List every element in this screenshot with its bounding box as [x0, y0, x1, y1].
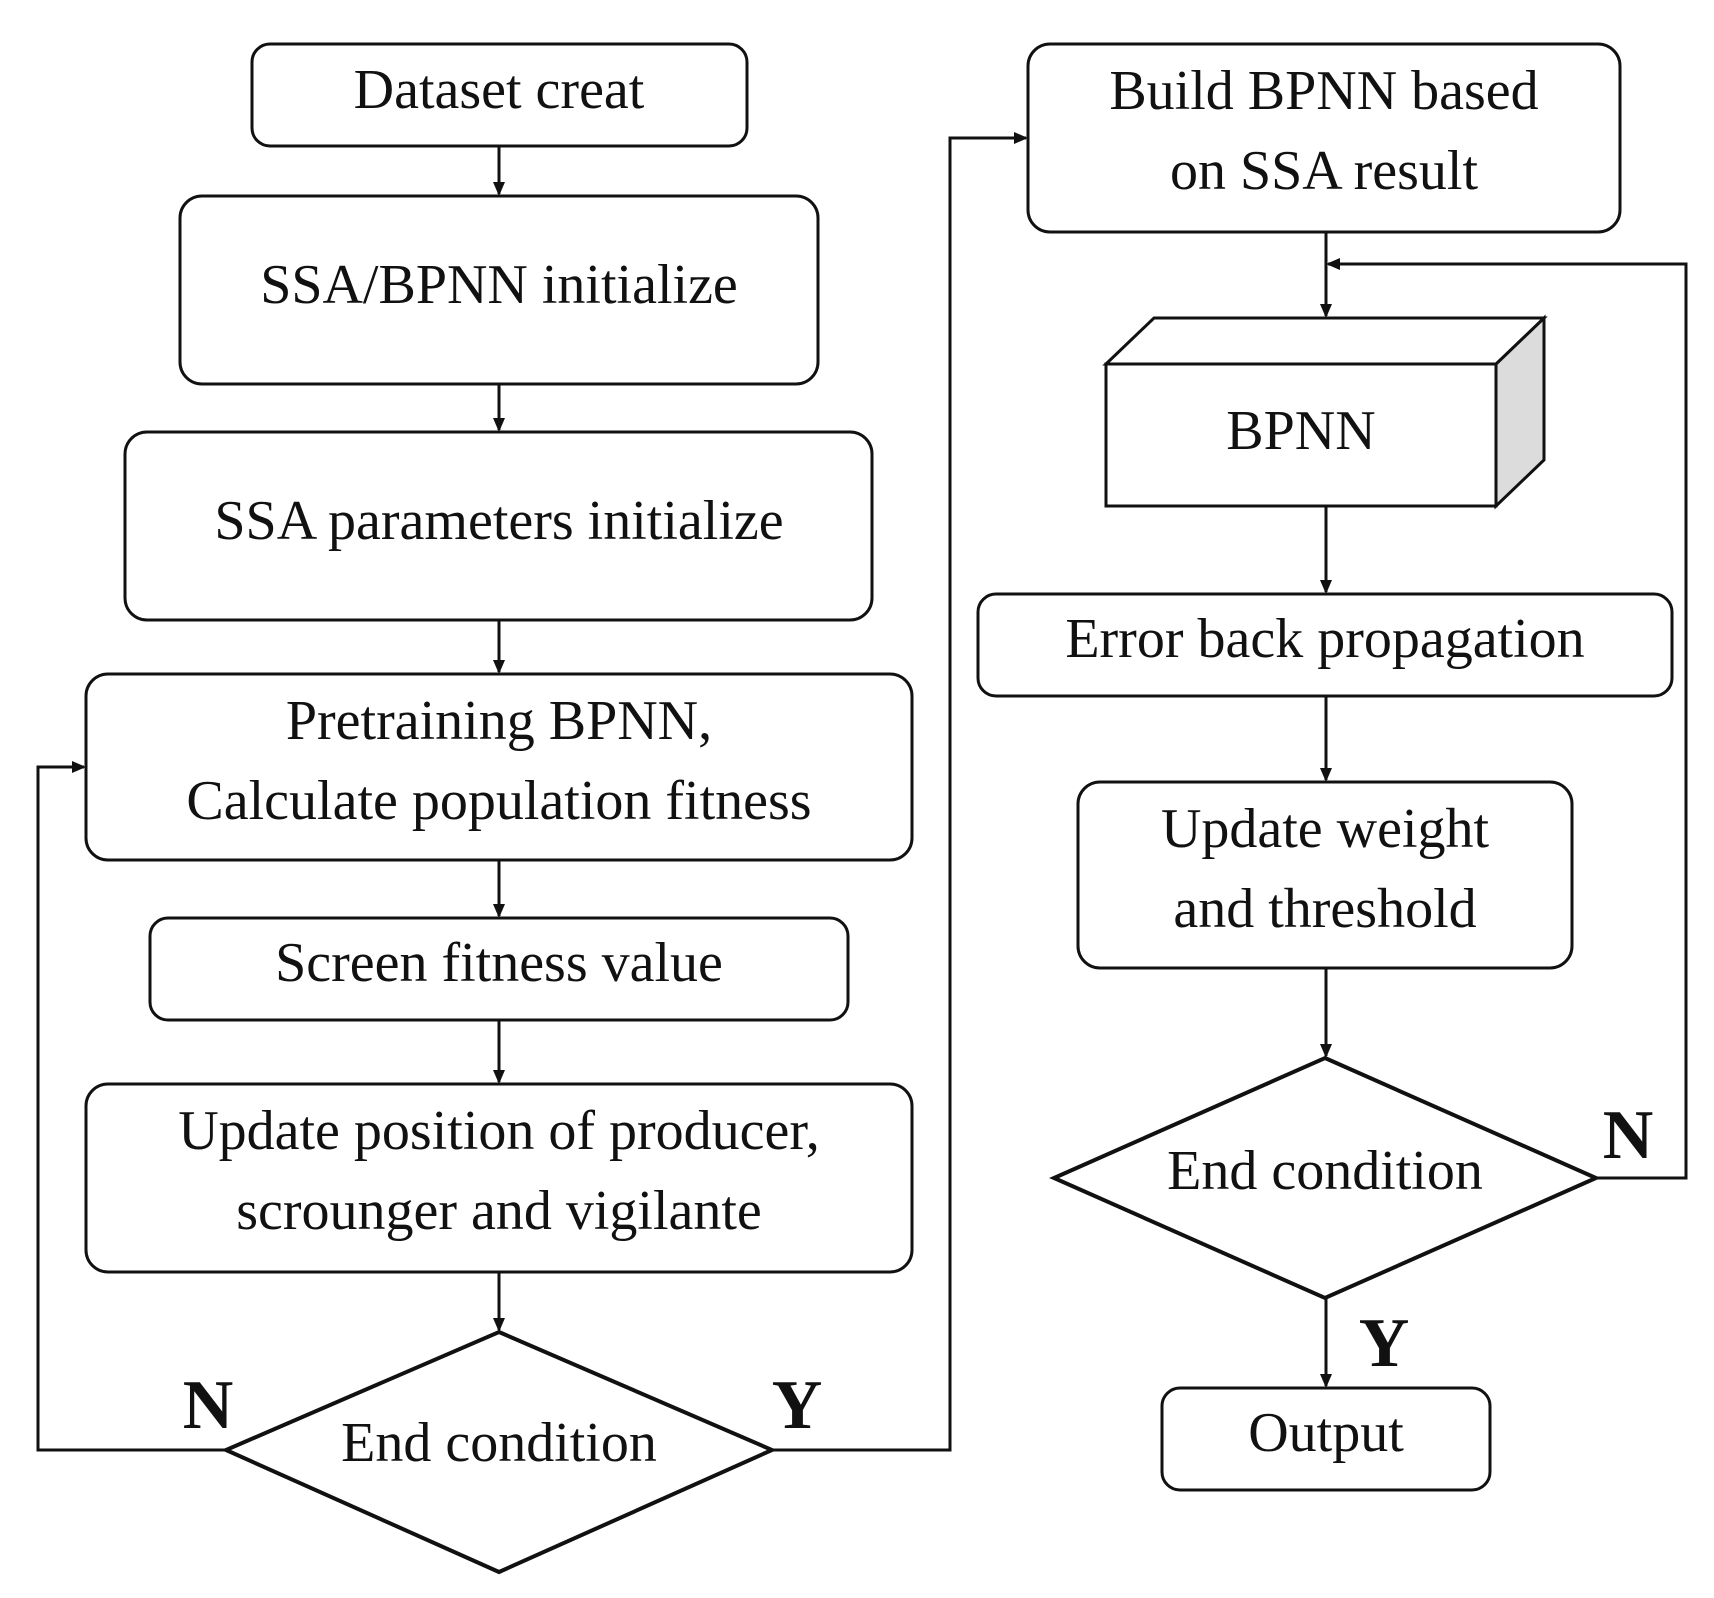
update-position-label-line2: scrounger and vigilante [236, 1180, 762, 1242]
ssa-parameters-initialize-node: SSA parameters initialize [123, 430, 874, 622]
ssa-bpnn-initialize-node: SSA/BPNN initialize [178, 194, 820, 386]
output-label: Output [1248, 1402, 1404, 1464]
build-bpnn-label-line2: on SSA result [1170, 140, 1478, 202]
ssa-bpnn-initialize-label: SSA/BPNN initialize [260, 254, 738, 316]
error-back-propagation-label: Error back propagation [1065, 608, 1584, 670]
update-weight-label-line1: Update weight [1161, 798, 1490, 860]
right-yes-label: Y [1359, 1305, 1410, 1382]
build-bpnn-node: Build BPNN based on SSA result [1026, 42, 1622, 234]
left-yes-label: Y [772, 1367, 823, 1444]
update-weight-node: Update weight and threshold [1076, 780, 1574, 970]
screen-fitness-label: Screen fitness value [275, 932, 723, 994]
output-node: Output [1160, 1386, 1492, 1492]
update-position-node: Update position of producer, scrounger a… [84, 1082, 914, 1274]
arrow-right-no-loop [1326, 258, 1688, 1180]
pretraining-bpnn-label-line1: Pretraining BPNN, [286, 690, 712, 752]
dataset-creat-node: Dataset creat [250, 42, 749, 148]
left-no-label: N [183, 1367, 234, 1444]
pretraining-bpnn-label-line2: Calculate population fitness [186, 770, 811, 832]
arrow-left-no-loop [36, 761, 226, 1452]
left-end-condition-label: End condition [341, 1412, 657, 1474]
bpnn-block: BPNN [1102, 314, 1548, 510]
right-end-condition-label: End condition [1167, 1140, 1483, 1202]
arrow-left-yes-path [772, 132, 1028, 1452]
build-bpnn-label-line1: Build BPNN based [1109, 60, 1538, 122]
right-no-label: N [1603, 1097, 1654, 1174]
bpnn-label: BPNN [1226, 400, 1375, 462]
right-end-condition-decision: End condition [1049, 1055, 1601, 1301]
ssa-parameters-initialize-label: SSA parameters initialize [214, 490, 783, 552]
screen-fitness-node: Screen fitness value [148, 916, 850, 1022]
update-position-label-line1: Update position of producer, [178, 1100, 820, 1162]
update-weight-label-line2: and threshold [1173, 878, 1476, 940]
dataset-creat-label: Dataset creat [354, 59, 645, 121]
left-end-condition-decision: End condition [221, 1329, 777, 1575]
pretraining-bpnn-node: Pretraining BPNN, Calculate population f… [84, 672, 914, 862]
error-back-propagation-node: Error back propagation [976, 592, 1674, 698]
